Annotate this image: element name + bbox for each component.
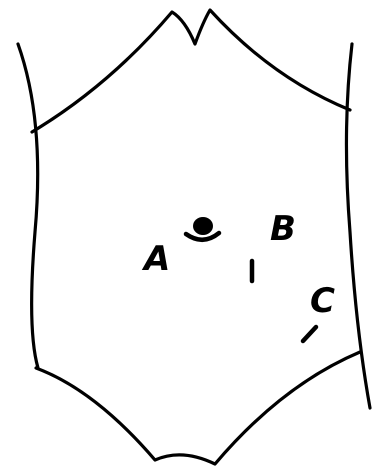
marker-c-incision [303, 327, 316, 341]
marker-c-label: C [310, 281, 335, 321]
marker-a-label: A [141, 239, 170, 279]
left-flank [18, 44, 38, 368]
groin-line [36, 352, 360, 464]
umbilicus-icon [186, 217, 219, 240]
marker-b-label: B [270, 209, 296, 249]
neckline [32, 10, 350, 132]
